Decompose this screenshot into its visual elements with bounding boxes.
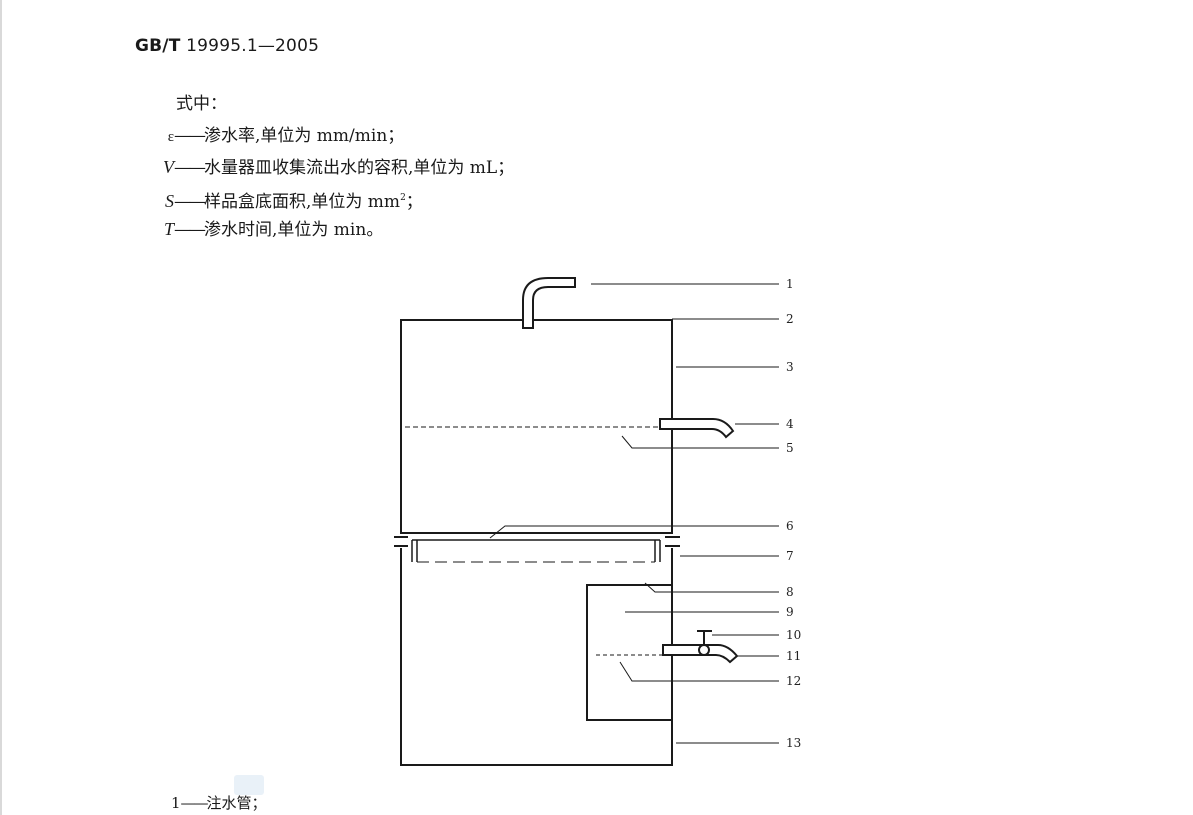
callout-2: 2: [786, 312, 794, 326]
callout-8: 8: [786, 585, 794, 599]
formula-intro: 式中：: [176, 94, 227, 114]
page-header: GB/T 19995.1—2005: [135, 36, 319, 56]
leader-lines: [489, 283, 779, 744]
definition-dash: ——: [174, 220, 206, 240]
callout-5: 5: [786, 441, 794, 455]
figure-legend-item-1: 1——注水管；: [171, 792, 267, 813]
callout-13: 13: [786, 736, 801, 750]
definition-symbol: T: [163, 219, 174, 239]
definition-dash: ——: [174, 126, 206, 146]
definition-text: 样品盒底面积,单位为 mm: [204, 192, 401, 212]
definition-t: T——渗水时间,单位为 min。: [146, 219, 383, 240]
callout-12: 12: [786, 674, 801, 688]
definition-epsilon: ε——渗水率,单位为 mm/min；: [146, 126, 405, 147]
definition-text: 渗水率,单位为 mm/min；: [204, 126, 405, 146]
definition-symbol: V: [163, 157, 174, 177]
definition-text: 水量器皿收集流出水的容积,单位为 mL；: [204, 158, 515, 178]
definition-symbol: ε: [167, 129, 174, 145]
callout-9: 9: [786, 605, 794, 619]
drain-tap-icon: [662, 630, 739, 664]
definition-superscript: 2: [400, 193, 406, 203]
page-left-edge: [0, 0, 2, 815]
watermark-stamp: [234, 775, 264, 795]
callout-3: 3: [786, 360, 794, 374]
definition-v: V——水量器皿收集流出水的容积,单位为 mL；: [146, 157, 514, 178]
definition-tail: ；: [405, 192, 423, 212]
collection-vessel: [586, 584, 673, 721]
definition-dash: ——: [174, 192, 206, 212]
legend-text: 注水管；: [206, 794, 267, 812]
callout-10: 10: [786, 628, 801, 642]
callout-numbers: 1 2 3 4 5 6 7 8 9 10 11 12 13: [786, 277, 801, 750]
definition-text: 渗水时间,单位为 min。: [204, 220, 384, 240]
definition-s: S——样品盒底面积,单位为 mm2；: [146, 188, 423, 212]
callout-6: 6: [786, 519, 794, 533]
overflow-outlet-icon: [659, 418, 735, 439]
standard-number: 19995.1—2005: [186, 36, 320, 56]
flange-clamps: [394, 536, 680, 547]
callout-4: 4: [786, 417, 794, 431]
legend-dash: ——: [180, 794, 209, 812]
callout-7: 7: [786, 549, 794, 563]
lower-container: [400, 548, 673, 766]
callout-11: 11: [786, 649, 801, 663]
legend-number: 1: [171, 794, 181, 812]
standard-code: GB/T: [135, 36, 181, 56]
definition-symbol: S: [165, 191, 174, 211]
callout-1: 1: [786, 277, 794, 291]
sample-box: [411, 539, 661, 563]
inlet-pipe-icon: [522, 277, 576, 329]
definition-dash: ——: [174, 158, 206, 178]
